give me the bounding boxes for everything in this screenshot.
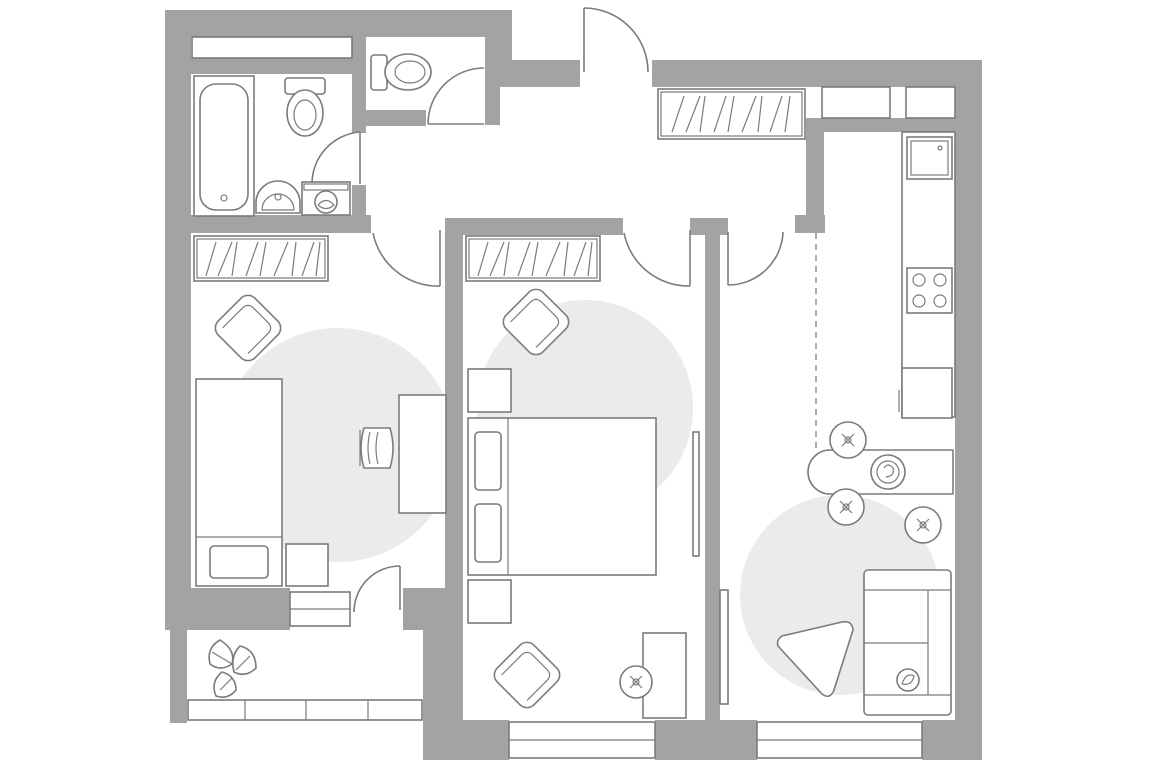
single-bed-icon [195, 378, 283, 587]
wardrobe-bedroom2-icon [465, 235, 601, 282]
nightstand-top-icon [467, 368, 512, 413]
nightstand-bottom-icon [467, 579, 512, 624]
doors [311, 7, 784, 613]
sink-icon [255, 180, 301, 214]
sofa-icon [863, 569, 952, 716]
balcony-door-window [289, 591, 351, 627]
door-bedroom-1[interactable] [372, 230, 441, 287]
wall-top-left [165, 10, 512, 37]
nightstand-bedroom1-icon [285, 543, 329, 587]
wall-west [165, 10, 191, 630]
wall-bath-east-upper [352, 126, 362, 131]
window-kitchen-1 [821, 86, 891, 119]
wall-bedroom2-east [705, 218, 720, 723]
wall-balcony-side [170, 628, 187, 723]
window-bedroom2-south [508, 721, 656, 759]
door-bathroom[interactable] [311, 131, 361, 185]
window-kitchen-2 [905, 86, 956, 119]
window-bath-top [191, 36, 353, 59]
wc-toilet-icon [370, 53, 432, 91]
door-entrance[interactable] [583, 7, 649, 73]
double-bed-icon [467, 417, 657, 576]
dining-bar-icon [807, 449, 954, 495]
wall-entrance-right-post [652, 60, 662, 80]
window-living-side [719, 589, 729, 705]
wall-east [955, 60, 982, 760]
wall-entrance-left [500, 60, 580, 87]
toilet-icon [284, 77, 326, 137]
door-wc[interactable] [427, 67, 485, 125]
bar-stool-2-icon [827, 488, 865, 526]
desk-bedroom1-icon [398, 394, 447, 514]
wall-kitchen-top [806, 118, 956, 132]
cushion-icon [896, 668, 920, 692]
stool-bedroom2-icon [619, 665, 653, 699]
wall-south-2 [655, 720, 757, 760]
bar-stool-1-icon [829, 421, 867, 459]
wall-wc-bottom [366, 110, 426, 126]
wall-bedroom1-se-corner [423, 588, 463, 760]
bar-stool-3-icon [904, 506, 942, 544]
wardrobe-bedroom1-icon [193, 235, 329, 282]
chair-bedroom1-icon [359, 427, 394, 469]
kitchen-sink-icon [906, 136, 953, 180]
washing-machine-icon [301, 181, 351, 216]
door-bedroom-2[interactable] [623, 230, 691, 287]
door-balcony[interactable] [353, 565, 401, 613]
wardrobe-hallway-icon [657, 88, 806, 140]
wall-top-right-stub [485, 10, 512, 60]
window-bedroom2-side [692, 431, 700, 557]
window-living-south [756, 721, 923, 759]
wall-bath-bottom [191, 215, 371, 233]
windows [187, 36, 956, 759]
armchair-bedroom2-icon [502, 288, 570, 356]
wall-bath-wc-divider [352, 37, 366, 133]
door-living[interactable] [727, 231, 784, 286]
fridge-icon [898, 367, 953, 419]
plant-icon [208, 639, 257, 698]
wall-kitchen-upper [806, 118, 824, 233]
wall-bedroom1-south [165, 588, 290, 630]
balcony-railing [187, 699, 423, 721]
wall-bath-top-divider [191, 58, 366, 74]
wall-south-3 [922, 720, 982, 760]
wall-kitchen-stub [795, 215, 825, 233]
walls [165, 10, 982, 760]
wall-top-right [652, 60, 982, 87]
armchair-bedroom2-bottom-icon [493, 641, 561, 709]
bathtub-icon [193, 75, 255, 217]
wall-entrance-left-post [485, 60, 500, 125]
coffee-table-icon [776, 620, 854, 698]
wall-bedroom2-top [445, 218, 623, 235]
stove-icon [906, 267, 953, 314]
armchair-bedroom1-icon [214, 294, 282, 362]
wall-bedroom-divider [445, 218, 463, 590]
